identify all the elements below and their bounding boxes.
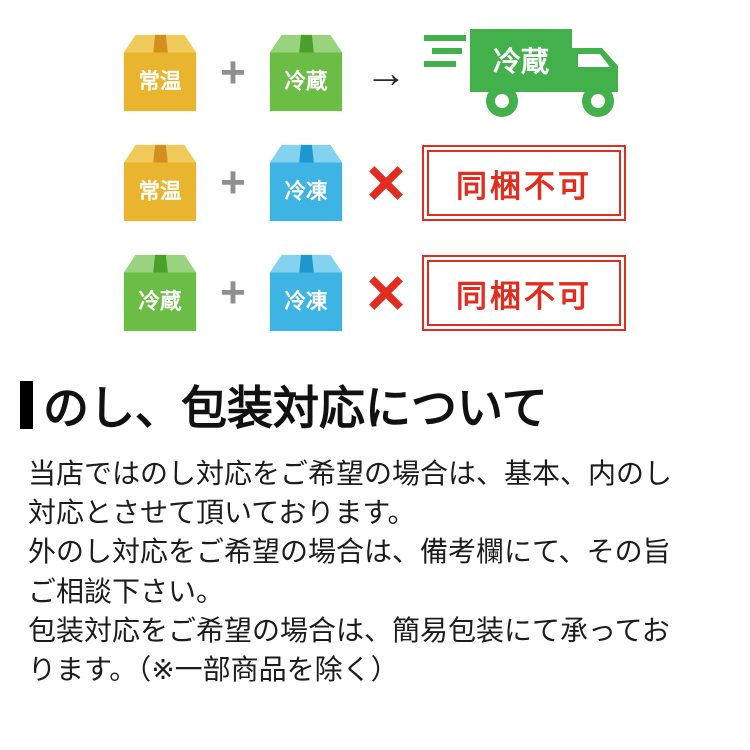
shipping-rule-row: 冷蔵 + 冷凍 同梱不可 [116, 248, 750, 338]
cross-icon [369, 166, 403, 200]
ambient-box-icon: 常温 [123, 144, 197, 222]
box-label: 常温 [139, 69, 182, 94]
truck-label: 冷蔵 [493, 46, 549, 77]
arrow-right-icon: → [365, 49, 407, 96]
section-heading-text: のし、包装対応について [43, 382, 548, 434]
noshi-description: 当店ではのし対応をご希望の場合は、基本、内のし対応とさせて頂いております。 外の… [28, 454, 688, 689]
result: 同梱不可 [422, 145, 626, 221]
result-operator [350, 274, 422, 312]
result: 同梱不可 [422, 255, 626, 331]
no-bundle-stamp: 同梱不可 [422, 145, 626, 221]
no-bundle-stamp-label: 同梱不可 [427, 150, 621, 216]
box-label: 常温 [139, 179, 182, 204]
paragraph: 当店ではのし対応をご希望の場合は、基本、内のし対応とさせて頂いております。 [28, 458, 673, 529]
delivery-truck-icon: 冷蔵 [424, 28, 618, 117]
shipping-rule-row: 常温 + 冷凍 同梱不可 [116, 138, 750, 228]
heading-bar [20, 381, 33, 429]
shipping-rule-row: 常温 + 冷蔵 → 冷蔵 [116, 28, 750, 118]
speed-lines-icon [424, 34, 466, 67]
truck-cargo-box [470, 28, 572, 92]
chilled-box-icon: 冷蔵 [269, 34, 343, 112]
plus-operator: + [220, 268, 246, 317]
result-operator [350, 164, 422, 202]
section-heading: のし、包装対応について [20, 372, 750, 438]
shipping-combination-diagram: 常温 + 冷蔵 → 冷蔵 [0, 0, 750, 338]
paragraph: 包装対応をご希望の場合は、簡易包装にて承っております。（※一部商品を除く） [28, 614, 670, 685]
cross-icon [369, 276, 403, 310]
box-label: 冷凍 [285, 179, 328, 204]
box-label: 冷凍 [285, 289, 328, 314]
box-label: 冷蔵 [139, 289, 182, 314]
truck-window [578, 53, 610, 67]
result-operator: → [350, 52, 422, 94]
box-label: 冷蔵 [285, 69, 328, 94]
no-bundle-stamp: 同梱不可 [422, 255, 626, 331]
paragraph: 外のし対応をご希望の場合は、備考欄にて、その旨ご相談下さい。 [28, 536, 671, 607]
frozen-box-icon: 冷凍 [269, 254, 343, 332]
result: 冷蔵 [422, 26, 637, 121]
chilled-box-icon: 冷蔵 [123, 254, 197, 332]
no-bundle-stamp-label: 同梱不可 [427, 260, 621, 326]
frozen-box-icon: 冷凍 [269, 144, 343, 222]
ambient-box-icon: 常温 [123, 34, 197, 112]
plus-operator: + [220, 48, 246, 97]
plus-operator: + [220, 158, 246, 207]
